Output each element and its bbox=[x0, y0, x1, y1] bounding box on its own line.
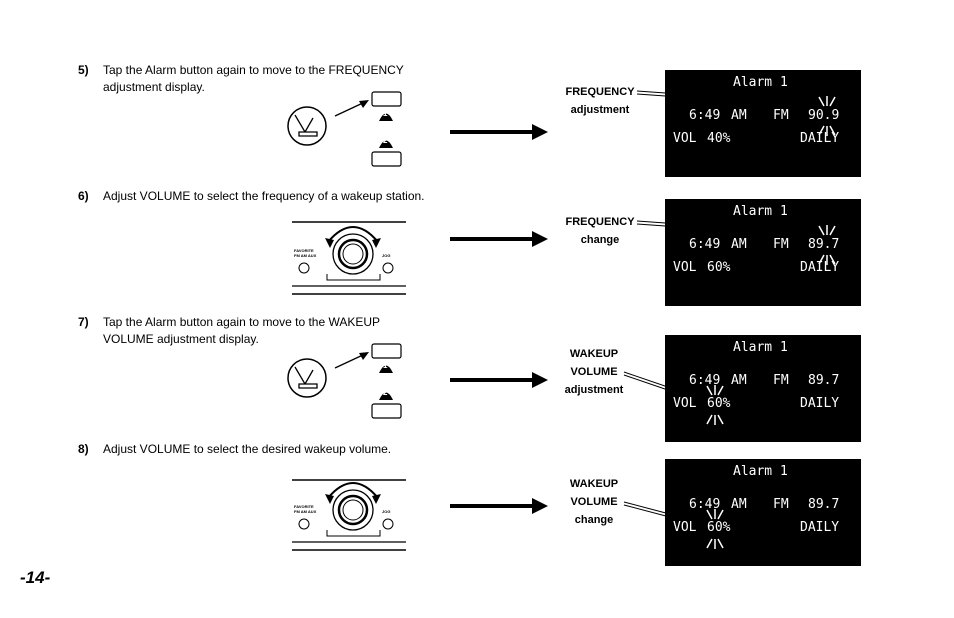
lcd-vol-label: VOL bbox=[673, 396, 697, 411]
step-number: 8) bbox=[78, 442, 89, 456]
lcd-time: 6:49 bbox=[689, 108, 721, 123]
blink-icon bbox=[818, 96, 836, 136]
lcd-title: Alarm 1 bbox=[733, 204, 788, 219]
lcd-time: 6:49 bbox=[689, 237, 721, 252]
step-number: 7) bbox=[78, 315, 89, 329]
blink-icon bbox=[706, 385, 724, 425]
volume-knob-illustration: FAVORITE FM AM AUX JOG bbox=[292, 472, 406, 558]
lcd-volume: 60% bbox=[707, 396, 731, 411]
lcd-band: FM bbox=[773, 497, 789, 512]
right-arrow-icon bbox=[450, 124, 548, 140]
lcd-volume: 40% bbox=[707, 131, 731, 146]
lcd-ampm: AM bbox=[731, 237, 747, 252]
bell-icon bbox=[379, 392, 393, 400]
page-number: -14- bbox=[20, 568, 51, 587]
lcd-title: Alarm 1 bbox=[733, 464, 788, 479]
knob-label: FM AM AUX bbox=[294, 253, 317, 258]
blink-icon bbox=[818, 225, 836, 265]
lcd-band: FM bbox=[773, 373, 789, 388]
right-arrow-icon bbox=[450, 498, 548, 514]
alarm-button-illustration: 1 2 bbox=[285, 340, 405, 422]
lcd-band: FM bbox=[773, 237, 789, 252]
knob-label: FM AM AUX bbox=[294, 509, 317, 514]
blink-icon bbox=[706, 509, 724, 549]
volume-knob-illustration: FAVORITE FM AM AUX JOG bbox=[292, 214, 406, 300]
lcd-ampm: AM bbox=[731, 373, 747, 388]
bell-icon bbox=[379, 140, 393, 148]
lcd-vol-label: VOL bbox=[673, 520, 697, 535]
hand-press-icon bbox=[287, 91, 402, 167]
lcd-time: 6:49 bbox=[689, 373, 721, 388]
step-text: Adjust VOLUME to select the desired wake… bbox=[103, 442, 392, 456]
step-number: 5) bbox=[78, 63, 89, 77]
bell-icon bbox=[379, 365, 393, 373]
callout-wakeup-volume-adjustment: WAKEUP VOLUME adjustment bbox=[564, 348, 624, 396]
lcd-frequency: 89.7 bbox=[808, 237, 840, 252]
volume-knob-icon bbox=[292, 479, 406, 551]
lcd-frequency: 89.7 bbox=[808, 373, 840, 388]
lcd-vol-label: VOL bbox=[673, 131, 697, 146]
bell-number: 1 bbox=[383, 109, 388, 118]
lcd-mode: DAILY bbox=[800, 520, 840, 535]
lcd-mode: DAILY bbox=[800, 396, 840, 411]
lcd-ampm: AM bbox=[731, 108, 747, 123]
callout-frequency-change: FREQUENCY change bbox=[565, 216, 635, 246]
lcd-time: 6:49 bbox=[689, 497, 721, 512]
right-arrow-icon bbox=[450, 231, 548, 247]
lcd-volume: 60% bbox=[707, 520, 731, 535]
callout-frequency-adjustment: FREQUENCY adjustment bbox=[565, 86, 635, 116]
step-text: Adjust VOLUME to select the frequency of… bbox=[103, 189, 425, 203]
knob-label: JOG bbox=[382, 253, 391, 258]
lcd-ampm: AM bbox=[731, 497, 747, 512]
step-number: 6) bbox=[78, 189, 89, 203]
lcd-display-3: Alarm 1 6:49 AM FM 89.7 VOL 60% DAILY bbox=[665, 335, 861, 442]
bell-number: 2 bbox=[383, 136, 388, 145]
step-text: Tap the Alarm button again to move to th… bbox=[103, 315, 380, 346]
lcd-display-1: Alarm 1 6:49 AM FM 90.9 VOL 40% DAILY bbox=[665, 70, 861, 177]
knob-label: FAVORITE bbox=[294, 504, 314, 509]
lcd-title: Alarm 1 bbox=[733, 340, 788, 355]
alarm-button-illustration: 1 2 bbox=[285, 88, 405, 170]
volume-knob-icon bbox=[292, 221, 406, 295]
lcd-mode: DAILY bbox=[800, 131, 840, 146]
hand-press-icon bbox=[287, 343, 402, 419]
bell-number: 2 bbox=[383, 388, 388, 397]
lcd-title: Alarm 1 bbox=[733, 75, 788, 90]
lcd-display-2: Alarm 1 6:49 AM FM 89.7 VOL 60% DAILY bbox=[665, 199, 861, 306]
bell-icon bbox=[379, 113, 393, 121]
step-text: Tap the Alarm button again to move to th… bbox=[103, 63, 404, 94]
lcd-display-4: Alarm 1 6:49 AM FM 89.7 VOL 60% DAILY bbox=[665, 459, 861, 566]
callout-wakeup-volume-change: WAKEUP VOLUME change bbox=[569, 478, 619, 526]
right-arrow-icon bbox=[450, 372, 548, 388]
lcd-volume: 60% bbox=[707, 260, 731, 275]
lcd-frequency: 90.9 bbox=[808, 108, 840, 123]
knob-label: JOG bbox=[382, 509, 391, 514]
bell-number: 1 bbox=[383, 361, 388, 370]
lcd-frequency: 89.7 bbox=[808, 497, 840, 512]
knob-label: FAVORITE bbox=[294, 248, 314, 253]
lcd-mode: DAILY bbox=[800, 260, 840, 275]
lcd-vol-label: VOL bbox=[673, 260, 697, 275]
lcd-band: FM bbox=[773, 108, 789, 123]
